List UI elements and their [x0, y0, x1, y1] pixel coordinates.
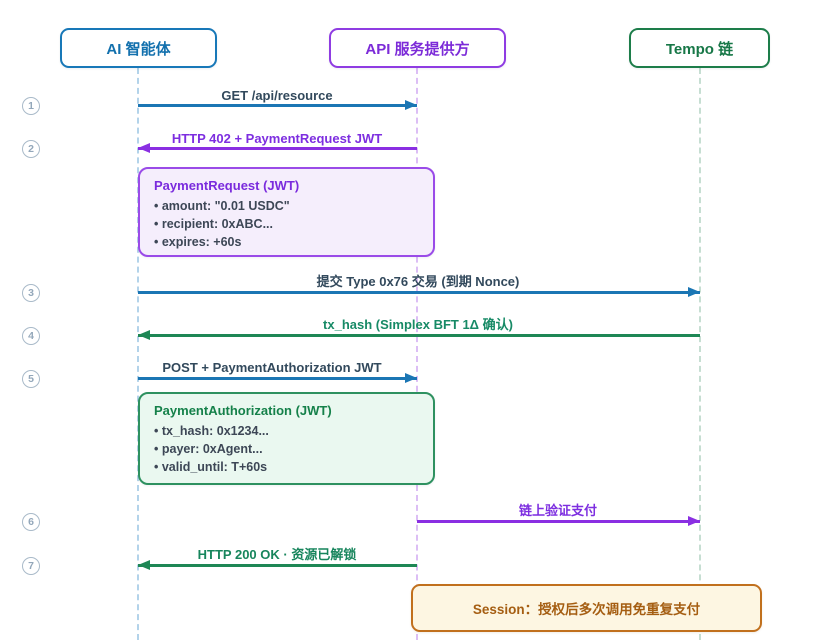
step-badge-5: 5 [22, 370, 40, 388]
note-payment-request-item: amount: "0.01 USDC" [154, 197, 419, 215]
arrowhead-right-icon [688, 516, 700, 527]
lifeline-ai-agent [137, 68, 139, 640]
actor-ai-agent: AI 智能体 [60, 28, 217, 68]
note-payment-request-title: PaymentRequest (JWT) [154, 178, 300, 193]
actor-tempo-chain-label: Tempo 链 [665, 40, 734, 58]
step-badge-3: 3 [22, 284, 40, 302]
arrow-post-authorization [138, 373, 417, 384]
actor-api-provider-label: API 服务提供方 [365, 40, 470, 58]
message-label-http-402: HTTP 402 + PaymentRequest JWT [171, 131, 383, 146]
arrow-onchain-verify [417, 516, 700, 527]
message-label-onchain-verify: 链上验证支付 [518, 503, 598, 518]
arrow-http-402 [138, 143, 417, 154]
note-payment-authorization: PaymentAuthorization (JWT) tx_hash: 0x12… [138, 392, 435, 485]
arrowhead-right-icon [405, 100, 417, 111]
arrow-http-200 [138, 560, 417, 571]
actor-api-provider: API 服务提供方 [329, 28, 506, 68]
message-label-tx-hash: tx_hash (Simplex BFT 1Δ 确认) [323, 317, 513, 332]
message-label-get-resource: GET /api/resource [221, 88, 333, 103]
arrowhead-left-icon [138, 143, 150, 154]
step-badge-6: 6 [22, 513, 40, 531]
step-badge-4: 4 [22, 327, 40, 345]
lifeline-api-provider [416, 68, 418, 640]
step-badge-7: 7 [22, 557, 40, 575]
note-payment-authorization-item: valid_until: T+60s [154, 458, 419, 476]
actor-ai-agent-label: AI 智能体 [106, 40, 171, 58]
note-payment-authorization-item: payer: 0xAgent... [154, 440, 419, 458]
step-badge-2: 2 [22, 140, 40, 158]
message-label-http-200: HTTP 200 OK · 资源已解锁 [197, 547, 357, 562]
note-payment-request: PaymentRequest (JWT) amount: "0.01 USDC"… [138, 167, 435, 257]
arrow-tx-hash [138, 330, 700, 341]
note-payment-authorization-item: tx_hash: 0x1234... [154, 422, 419, 440]
arrow-submit-tx [138, 287, 700, 298]
step-badge-1: 1 [22, 97, 40, 115]
arrowhead-left-icon [138, 560, 150, 571]
note-payment-request-item: expires: +60s [154, 233, 419, 251]
note-payment-request-item: recipient: 0xABC... [154, 215, 419, 233]
arrowhead-right-icon [405, 373, 417, 384]
arrow-get-resource [138, 100, 417, 111]
note-payment-authorization-title: PaymentAuthorization (JWT) [154, 403, 332, 418]
message-label-submit-tx: 提交 Type 0x76 交易 (到期 Nonce) [316, 274, 520, 289]
message-label-post-authorization: POST + PaymentAuthorization JWT [162, 360, 382, 375]
note-session-text: Session：授权后多次调用免重复支付 [472, 602, 701, 617]
note-session: Session：授权后多次调用免重复支付 [411, 584, 762, 632]
lifeline-tempo-chain [699, 68, 701, 640]
arrowhead-right-icon [688, 287, 700, 298]
actor-tempo-chain: Tempo 链 [629, 28, 770, 68]
arrowhead-left-icon [138, 330, 150, 341]
